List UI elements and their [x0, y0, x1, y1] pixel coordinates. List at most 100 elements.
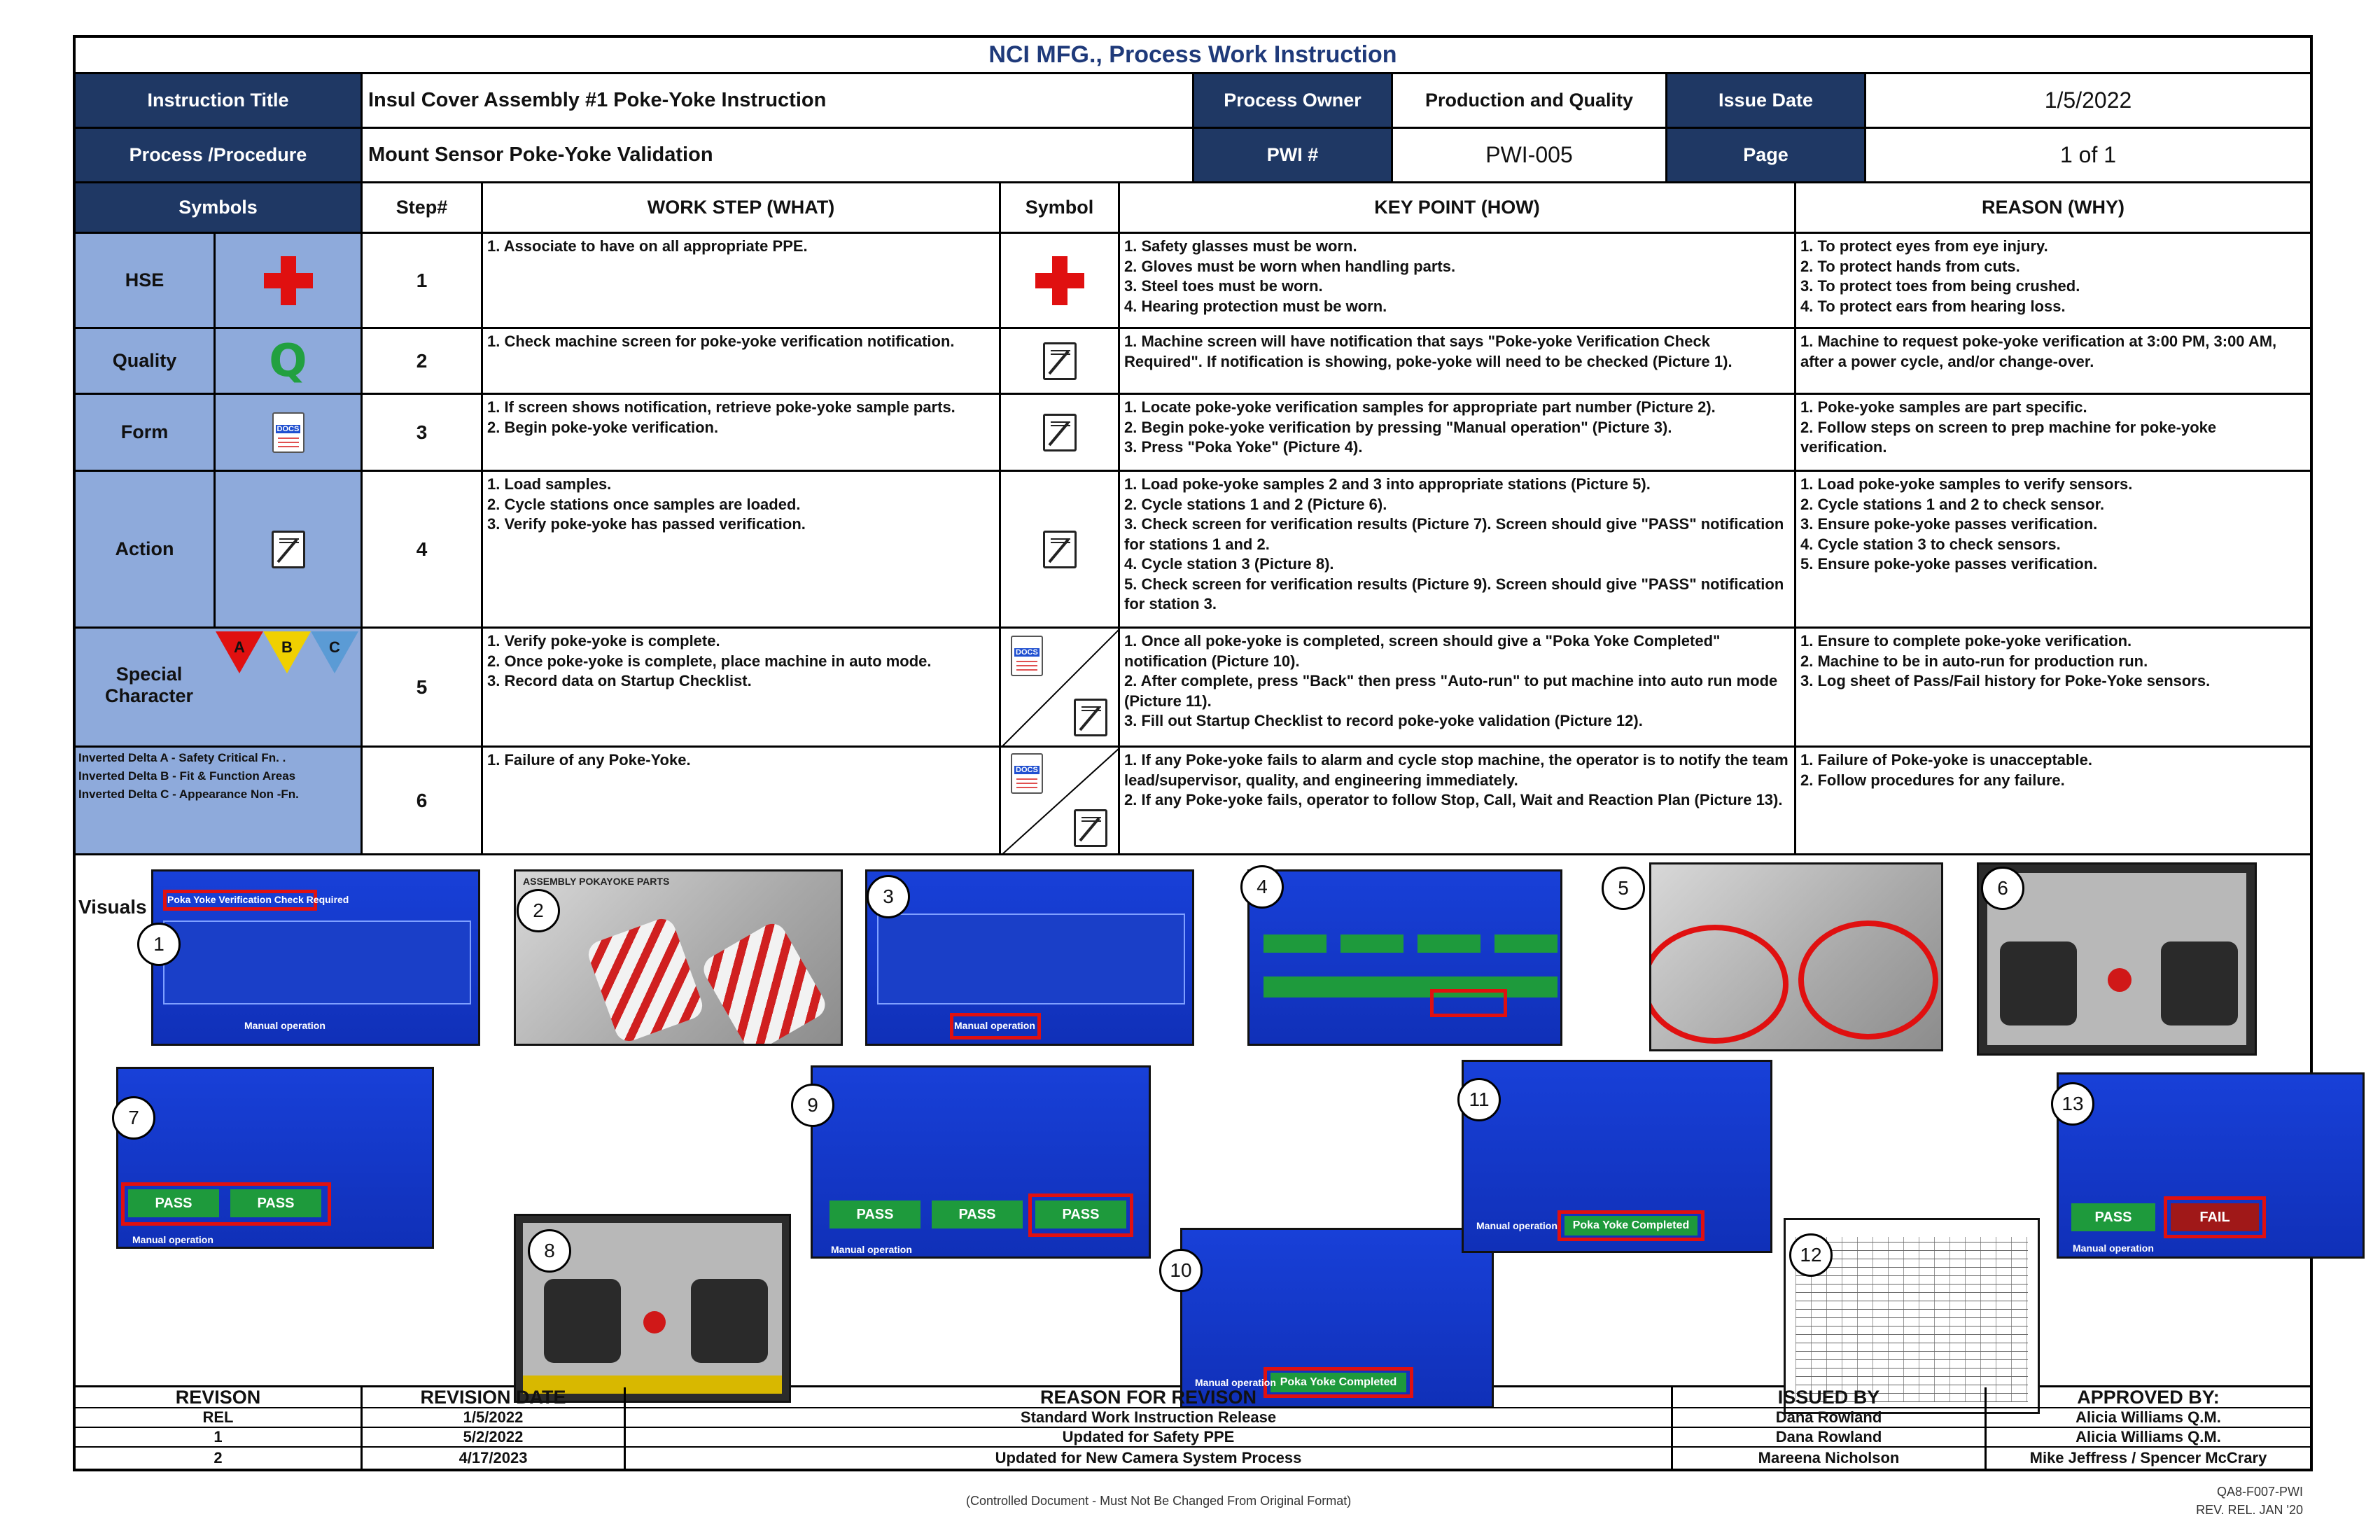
instruction-title: Insul Cover Assembly #1 Poke-Yoke Instru…	[363, 74, 1194, 129]
step-symbol-cell	[1001, 234, 1120, 329]
completed-banner: Poka Yoke Completed	[1564, 1216, 1698, 1236]
process-owner-label: Process Owner	[1194, 74, 1393, 129]
station-3-pass: PASS	[1035, 1200, 1126, 1228]
highlight-box	[1430, 989, 1507, 1017]
screen-caption: Manual operation	[954, 1020, 1035, 1031]
step-why: 1. Poke-yoke samples are part specific. …	[1800, 398, 2217, 456]
step-what: 1. Failure of any Poke-Yoke.	[487, 751, 691, 769]
visuals-section: Visuals Poka Yoke Verification Check Req…	[76, 855, 2365, 1414]
rev-col-reason: REASON FOR REVISON	[626, 1387, 1673, 1408]
pwi-label: PWI #	[1194, 129, 1393, 183]
station-1-pass: PASS	[128, 1189, 219, 1217]
picture-4-screen	[1247, 869, 1562, 1046]
step-what: 1. Verify poke-yoke is complete. 2. Once…	[487, 632, 932, 690]
picture-7-screen: PASS PASS Manual operation	[116, 1067, 434, 1249]
process-label: Process /Procedure	[76, 129, 363, 183]
action-pad-icon	[1042, 530, 1077, 568]
controlled-document-note: (Controlled Document - Must Not Be Chang…	[966, 1494, 1352, 1508]
step-how: 1. If any Poke-yoke fails to alarm and c…	[1124, 751, 1788, 808]
hse-cross-icon	[263, 255, 313, 305]
symbol-form-cell: DOCS	[216, 395, 363, 472]
step-what: 1. Check machine screen for poke-yoke ve…	[487, 332, 955, 350]
rev-row-date: 5/2/2022	[363, 1428, 626, 1448]
form-docs-icon: DOCS	[272, 412, 304, 453]
action-pad-icon	[1074, 699, 1107, 736]
step-how: 1. Locate poke-yoke verification samples…	[1124, 398, 1716, 456]
highlight-box	[950, 1013, 1041, 1040]
step-number: 3	[363, 395, 483, 472]
symbol-quality-label: Quality	[76, 329, 216, 395]
step-number: 2	[363, 329, 483, 395]
step-why: 1. To protect eyes from eye injury. 2. T…	[1800, 237, 2080, 315]
step-how: 1. Machine screen will have notification…	[1124, 332, 1732, 370]
step-symbol-cell	[1001, 395, 1120, 472]
action-pad-icon	[1042, 413, 1077, 451]
parts-label: ASSEMBLY POKAYOKE PARTS	[523, 876, 670, 887]
rev-row-issued: Dana Rowland	[1673, 1408, 1987, 1428]
delta-b-text: Inverted Delta B - Fit & Function Areas	[78, 769, 296, 783]
picture-badge: 4	[1240, 865, 1284, 909]
screen-caption: Manual operation	[1476, 1220, 1558, 1231]
document-title: NCI MFG., Process Work Instruction	[76, 38, 2310, 74]
diagonal-divider	[1002, 629, 1118, 746]
step-number: 6	[363, 748, 483, 855]
step-why: 1. Load poke-yoke samples to verify sens…	[1800, 475, 2133, 573]
rev-row-date: 1/5/2022	[363, 1408, 626, 1428]
delta-a-text: Inverted Delta A - Safety Critical Fn. .	[78, 751, 286, 764]
screen-caption: Poka Yoke Verification Check Required	[167, 894, 349, 905]
step-what: 1. Load samples. 2. Cycle stations once …	[487, 475, 806, 533]
picture-10-screen: Poka Yoke Completed Manual operation	[1180, 1228, 1494, 1408]
symbol-special-cell: Special Character A B C	[76, 629, 363, 748]
form-docs-icon: DOCS	[1011, 636, 1043, 676]
station-1-pass: PASS	[830, 1200, 920, 1228]
form-docs-icon: DOCS	[1011, 753, 1043, 794]
station-2-pass: PASS	[932, 1200, 1023, 1228]
symbol-action-label: Action	[76, 472, 216, 629]
step-why: 1. Ensure to complete poke-yoke verifica…	[1800, 632, 2211, 690]
rev-row-issued: Dana Rowland	[1673, 1428, 1987, 1448]
rev-row-rev: 1	[76, 1428, 363, 1448]
symbol-action-cell	[216, 472, 363, 629]
delta-c-text: Inverted Delta C - Appearance Non -Fn.	[78, 788, 299, 801]
process-procedure: Mount Sensor Poke-Yoke Validation	[363, 129, 1194, 183]
rev-col-issued: ISSUED BY	[1673, 1387, 1987, 1408]
highlight-box	[163, 890, 317, 911]
symbol-hse-label: HSE	[76, 234, 216, 329]
step-symbol-cell	[1001, 472, 1120, 629]
page-number: 1 of 1	[1866, 129, 2310, 183]
rev-row-rev: REL	[76, 1408, 363, 1428]
picture-badge: 2	[517, 889, 560, 932]
rev-row-issued: Mareena Nicholson	[1673, 1448, 1987, 1469]
step-symbol-cell	[1001, 329, 1120, 395]
action-pad-icon	[271, 530, 305, 568]
screen-caption: Manual operation	[831, 1244, 912, 1255]
step-what: 1. If screen shows notification, retriev…	[487, 398, 955, 436]
rev-row-approved: Alicia Williams Q.M.	[1987, 1428, 2310, 1448]
picture-5-photo	[1649, 862, 1943, 1051]
form-revision-info: QA8-F007-PWI REV. REL. JAN '20	[2196, 1483, 2303, 1519]
step-how: 1. Once all poke-yoke is completed, scre…	[1124, 632, 1778, 729]
highlight-ring	[1798, 920, 1938, 1040]
step-why: 1. Failure of Poke-yoke is unacceptable.…	[1800, 751, 2092, 789]
step-number: 5	[363, 629, 483, 748]
picture-badge: 5	[1602, 867, 1645, 910]
picture-2-photo: ASSEMBLY POKAYOKE PARTS	[514, 869, 843, 1046]
col-symbol: Symbol	[1001, 183, 1120, 234]
step-what: 1. Associate to have on all appropriate …	[487, 237, 808, 255]
col-step: Step#	[363, 183, 483, 234]
highlight-box	[1028, 1194, 1133, 1237]
step-number: 4	[363, 472, 483, 629]
issue-date: 1/5/2022	[1866, 74, 2310, 129]
process-owner: Production and Quality	[1393, 74, 1667, 129]
step-number: 1	[363, 234, 483, 329]
hse-cross-icon	[1035, 255, 1084, 305]
delta-legend: Inverted Delta A - Safety Critical Fn. .…	[76, 748, 363, 855]
issue-date-label: Issue Date	[1667, 74, 1866, 129]
step-how: 1. Load poke-yoke samples 2 and 3 into a…	[1124, 475, 1784, 612]
rev-row-approved: Mike Jeffress / Spencer McCrary	[2029, 1449, 2267, 1466]
picture-11-screen: Poka Yoke Completed Manual operation	[1462, 1060, 1772, 1253]
picture-6-photo	[1977, 862, 2257, 1056]
pwi-number: PWI-005	[1393, 129, 1667, 183]
picture-badge: 8	[528, 1229, 571, 1273]
highlight-box	[121, 1182, 331, 1226]
